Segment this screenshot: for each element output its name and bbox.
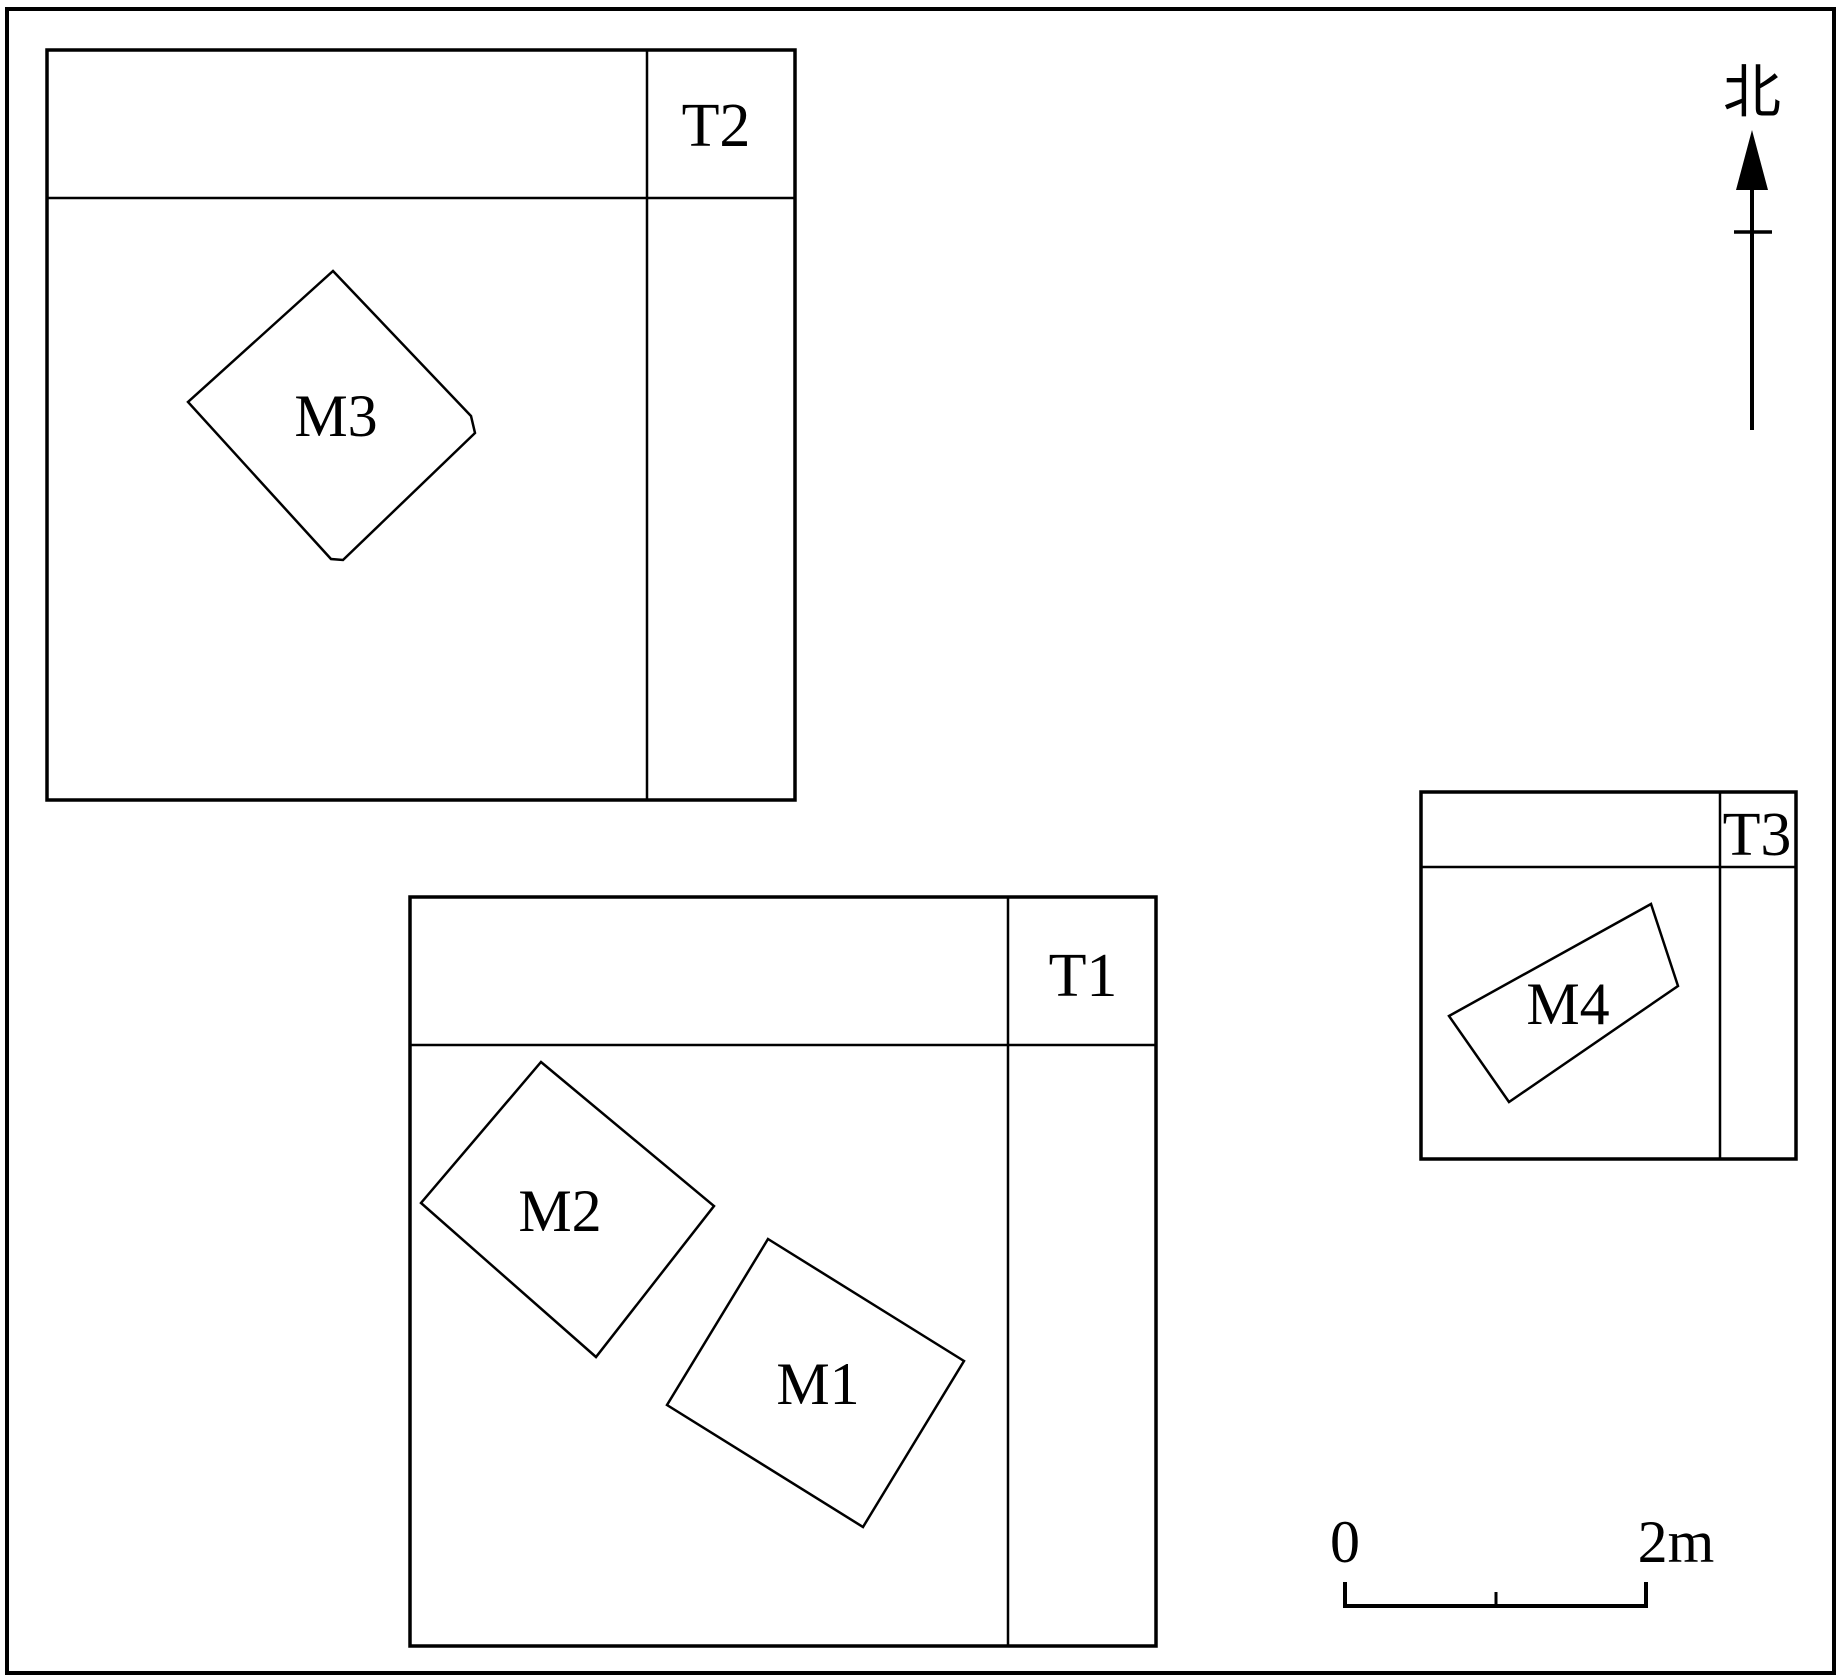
tomb-m1: M1: [665, 1237, 966, 1529]
tomb-m2: M2: [419, 1060, 716, 1359]
trench-t2-outline: [45, 48, 797, 802]
trench-t1-outline: [408, 895, 1158, 1648]
tomb-m4-label: M4: [1526, 971, 1609, 1037]
trench-t2-label: T2: [682, 92, 751, 160]
tomb-m3-outline: [186, 269, 477, 562]
scale-bar-start-label: 0: [1330, 1509, 1360, 1575]
north-arrow-icon: 北: [1723, 60, 1781, 430]
north-arrow-head: [1736, 130, 1768, 190]
tomb-m3: M3: [186, 269, 477, 562]
trench-t3-outline: [1419, 790, 1798, 1161]
map-frame: [5, 7, 1836, 1675]
scale-bar: 0 2m: [1330, 1509, 1714, 1608]
tomb-m2-label: M2: [518, 1178, 601, 1244]
trench-t2: T2: [45, 48, 797, 802]
trench-t3-label: T3: [1723, 801, 1792, 869]
tomb-m2-outline: [419, 1060, 716, 1359]
scale-bar-end-label: 2m: [1638, 1509, 1715, 1575]
trench-t3: T3: [1419, 790, 1798, 1161]
tomb-m1-outline: [665, 1237, 966, 1529]
trench-t1-label: T1: [1049, 942, 1118, 1010]
tomb-m4-outline: [1447, 902, 1680, 1104]
trench-t1: T1: [408, 895, 1158, 1648]
tomb-m3-label: M3: [294, 383, 377, 449]
tomb-m4: M4: [1447, 902, 1680, 1104]
tomb-m1-label: M1: [776, 1351, 859, 1417]
north-label: 北: [1723, 60, 1781, 125]
